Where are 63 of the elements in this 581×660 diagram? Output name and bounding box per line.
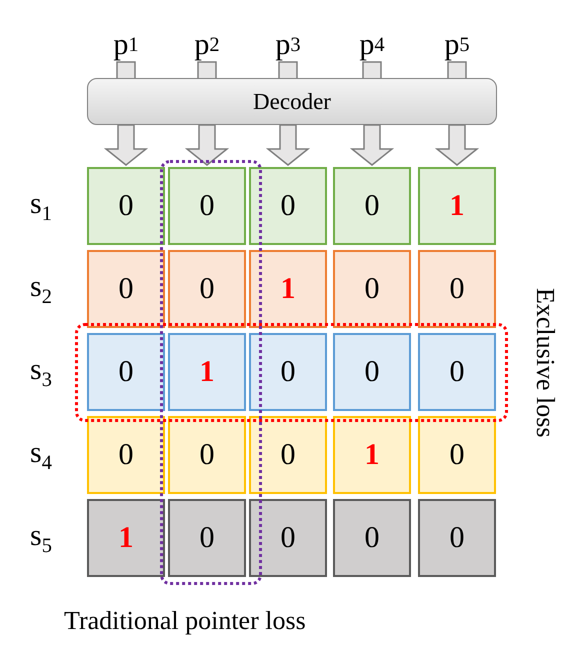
block-arrow	[184, 124, 230, 166]
matrix-cell	[168, 333, 246, 411]
matrix-cell	[418, 250, 496, 328]
cell-value: 1	[364, 438, 380, 472]
cell-value: 1	[118, 521, 134, 555]
cell-value: 0	[200, 521, 214, 555]
row-label: s$_{3}$	[30, 353, 52, 387]
cell-value: 0	[118, 189, 134, 223]
cell-value: 0	[280, 189, 296, 223]
cell-value: 0	[450, 355, 464, 389]
cell-value: 0	[364, 272, 380, 306]
cell-value: 0	[280, 521, 296, 555]
matrix-cell	[249, 167, 327, 245]
matrix-cell	[87, 167, 165, 245]
cell-value: 0	[200, 272, 214, 306]
cell-value: 0	[118, 272, 134, 306]
block-arrow	[350, 124, 394, 166]
block-arrow	[434, 124, 480, 166]
loss-label: Exclusive loss	[530, 288, 560, 440]
matrix-cell	[333, 499, 411, 577]
decoder-box	[87, 78, 497, 125]
row-label: s$_{1}$	[30, 187, 52, 221]
dotted-outline	[75, 323, 508, 422]
row-label: s$_{5}$	[30, 519, 52, 553]
cell-value: 0	[280, 438, 296, 472]
matrix-cell	[418, 167, 496, 245]
block-arrow	[104, 124, 148, 166]
row-label: s$_{2}$	[30, 270, 52, 304]
cell-value: 1	[280, 272, 296, 306]
row-label: s$_{4}$	[30, 436, 52, 470]
block-arrow	[447, 61, 467, 80]
matrix-cell	[87, 499, 165, 577]
cell-value: 0	[200, 189, 214, 223]
cell-value: 0	[280, 355, 296, 389]
cell-value: 0	[364, 355, 380, 389]
cell-value: 0	[450, 438, 464, 472]
matrix-cell	[418, 416, 496, 494]
cell-value: 0	[450, 521, 464, 555]
cell-value: 0	[118, 355, 134, 389]
matrix-cell	[418, 499, 496, 577]
decoder-label: Decoder	[253, 88, 331, 114]
cell-value: 0	[450, 272, 464, 306]
block-arrow	[362, 61, 382, 80]
matrix-cell	[87, 416, 165, 494]
cell-value: 1	[450, 189, 464, 223]
block-arrow	[266, 124, 310, 166]
loss-label: Traditional pointer loss	[64, 606, 306, 636]
block-arrow	[116, 61, 136, 80]
cell-value: 0	[364, 521, 380, 555]
matrix-cell	[249, 250, 327, 328]
matrix-cell	[249, 499, 327, 577]
block-arrow	[197, 61, 217, 80]
cell-value: 1	[200, 355, 214, 389]
dotted-outline	[160, 160, 262, 585]
matrix-cell	[333, 167, 411, 245]
block-arrow	[278, 61, 298, 80]
cell-value: 0	[118, 438, 134, 472]
cell-value: 0	[364, 189, 380, 223]
matrix-cell	[87, 250, 165, 328]
matrix-cell	[333, 416, 411, 494]
matrix-cell	[333, 250, 411, 328]
matrix-cell	[249, 416, 327, 494]
cell-value: 0	[200, 438, 214, 472]
